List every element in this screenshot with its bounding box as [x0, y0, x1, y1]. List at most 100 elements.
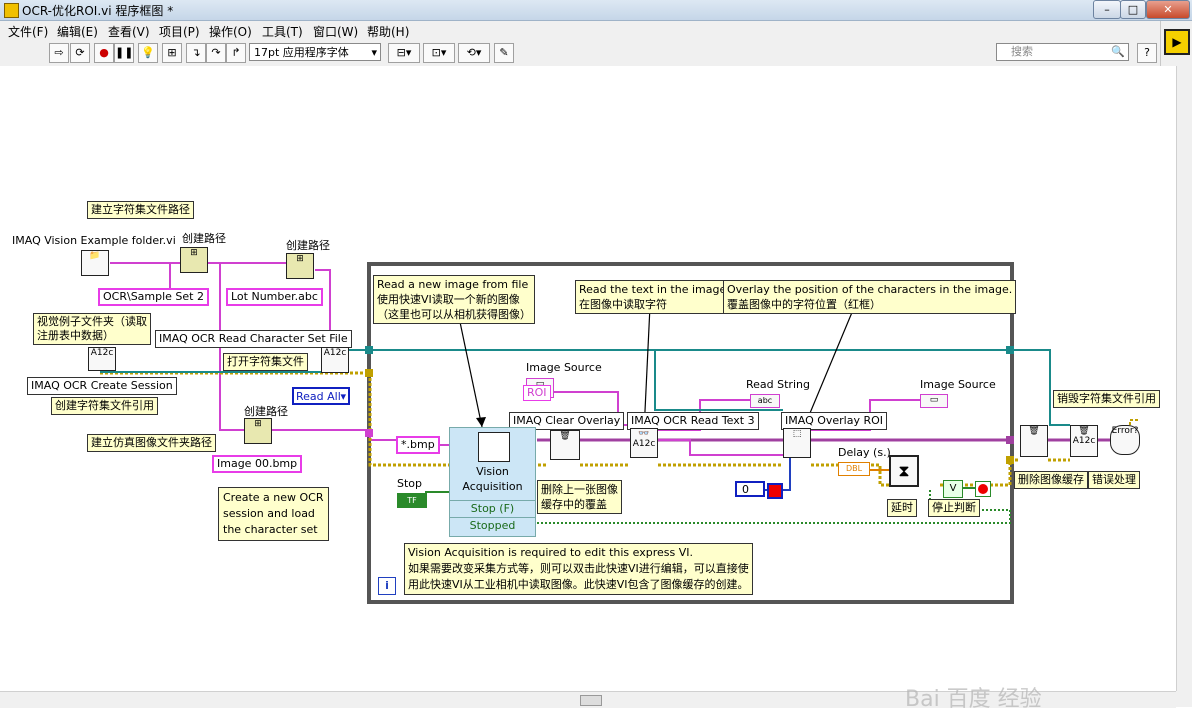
- int-constant[interactable]: 0: [735, 481, 765, 497]
- note-overlay: Overlay the position of the characters i…: [723, 280, 1017, 314]
- read-all-enum[interactable]: Read All▾: [292, 387, 350, 405]
- step-over-icon[interactable]: ↷: [206, 43, 226, 63]
- vision-acquisition-express-vi[interactable]: Vision Acquisition Stop (F) Stopped: [449, 427, 536, 537]
- wire-path-5: [272, 429, 396, 441]
- run-arrow-icon[interactable]: ⇨: [49, 43, 69, 63]
- note-read-text: Read the text in the image 在图像中读取字符: [575, 280, 731, 314]
- run-continuous-icon[interactable]: ⟳: [70, 43, 90, 63]
- example-folder-vi-icon[interactable]: 📁: [81, 250, 109, 276]
- scroll-thumb[interactable]: [580, 695, 602, 706]
- stop-button-control[interactable]: TF: [397, 493, 427, 508]
- const-lot-number[interactable]: Lot Number.abc: [226, 288, 323, 306]
- image-source-indicator[interactable]: ▭: [920, 394, 948, 408]
- retain-wire-icon[interactable]: ⊞: [162, 43, 182, 63]
- menu-view[interactable]: 查看(V): [108, 25, 150, 39]
- note-delay: 延时: [887, 499, 917, 517]
- express-stopped-output[interactable]: Stopped: [450, 517, 535, 534]
- label-create-session: IMAQ OCR Create Session: [27, 377, 177, 395]
- arrow-read-text: [643, 305, 651, 433]
- build-path-icon-2[interactable]: ⊞: [286, 253, 314, 279]
- info-icon[interactable]: i: [378, 577, 396, 595]
- note-stop-judge: 停止判断: [928, 499, 980, 517]
- menu-file[interactable]: 文件(F): [8, 25, 49, 39]
- note-delete-overlay: 删除上一张图像 缓存中的覆盖: [537, 480, 622, 514]
- roi-color-icon[interactable]: [767, 483, 783, 499]
- label-clear-overlay: IMAQ Clear Overlay: [509, 412, 625, 430]
- note-open-charset: 打开字符集文件: [223, 353, 308, 371]
- read-text-icon[interactable]: 👓A12c: [630, 428, 658, 458]
- reorder-icon[interactable]: ⟲▾: [458, 43, 490, 63]
- highlight-bulb-icon[interactable]: 💡: [138, 43, 158, 63]
- dispose-image-icon[interactable]: 🗑: [1020, 425, 1048, 457]
- horizontal-scrollbar[interactable]: [0, 691, 1176, 708]
- label-read-text3: IMAQ OCR Read Text 3: [627, 412, 759, 430]
- label-image-source-1: Image Source: [526, 361, 602, 374]
- read-all-value: Read All: [296, 390, 341, 403]
- maximize-button[interactable]: □: [1120, 0, 1146, 19]
- menu-edit[interactable]: 编辑(E): [57, 25, 98, 39]
- pause-icon[interactable]: ❚❚: [114, 43, 134, 63]
- build-path-icon[interactable]: ⊞: [180, 247, 208, 273]
- label-image-source-2: Image Source: [920, 378, 996, 391]
- watermark: Bai 百度 经验: [905, 687, 1042, 712]
- or-gate-icon: V: [943, 480, 963, 498]
- arrow-read-image: [459, 321, 483, 428]
- note-error-handle: 错误处理: [1088, 471, 1140, 489]
- menu-project[interactable]: 项目(P): [159, 25, 200, 39]
- create-session-icon[interactable]: A12c: [88, 347, 116, 371]
- search-icon: 🔍: [1111, 45, 1125, 58]
- menu-tools[interactable]: 工具(T): [262, 25, 303, 39]
- title-bar: OCR-优化ROI.vi 程序框图 * – □ ✕: [0, 0, 1192, 21]
- font-selector-value: 17pt 应用程序字体: [254, 46, 349, 59]
- help-icon[interactable]: ?: [1137, 43, 1157, 63]
- font-selector[interactable]: 17pt 应用程序字体▾: [249, 43, 381, 61]
- arrowhead-1: [476, 417, 486, 427]
- build-path-icon-3[interactable]: ⊞: [244, 418, 272, 444]
- chevron-down-icon: ▾: [340, 390, 346, 403]
- label-read-charset: IMAQ OCR Read Character Set File: [155, 330, 352, 348]
- align-icon[interactable]: ⊟▾: [388, 43, 420, 63]
- const-roi[interactable]: ROI: [523, 385, 551, 401]
- note-example-desc: 视觉例子文件夹（读取 注册表中数据）: [33, 313, 151, 345]
- clear-overlay-icon[interactable]: 🗑: [550, 430, 580, 460]
- label-read-string: Read String: [746, 378, 810, 391]
- error-handler-icon[interactable]: Error?: [1110, 425, 1140, 455]
- note-read-image: Read a new image from file 使用快速VI读取一个新的图…: [373, 275, 535, 324]
- context-help-icon[interactable]: ▶: [1164, 29, 1190, 55]
- note-sim-path: 建立仿真图像文件夹路径: [87, 434, 216, 452]
- label-stop: Stop: [397, 477, 423, 490]
- cleanup-icon[interactable]: ✎: [494, 43, 514, 63]
- const-sample-set[interactable]: OCR\Sample Set 2: [98, 288, 209, 306]
- dispose-session-icon[interactable]: 🗑A12c: [1070, 425, 1098, 457]
- menu-window[interactable]: 窗口(W): [313, 25, 359, 39]
- const-image-00[interactable]: Image 00.bmp: [212, 455, 303, 473]
- express-stop-input[interactable]: Stop (F): [450, 500, 535, 517]
- abort-icon[interactable]: ●: [94, 43, 114, 63]
- tunnel-6: [1006, 456, 1014, 464]
- note-destroy-ref: 销毁字符集文件引用: [1053, 390, 1160, 408]
- wire-overlay-in: [658, 439, 783, 456]
- menu-help[interactable]: 帮助(H): [367, 25, 410, 39]
- const-bmp[interactable]: *.bmp: [396, 436, 440, 454]
- toolbar: ⇨ ⟳ ● ❚❚ 💡 ⊞ ↴ ↷ ↱ 17pt 应用程序字体▾ ⊟▾ ⊡▾ ⟲▾…: [0, 40, 1160, 67]
- note-create-session-desc: Create a new OCR session and load the ch…: [218, 487, 329, 541]
- overlay-roi-icon[interactable]: ⬚: [783, 428, 811, 458]
- label-build-path-1: 创建路径: [182, 232, 226, 245]
- close-button[interactable]: ✕: [1146, 0, 1190, 19]
- wire-path-1: [110, 262, 186, 291]
- delay-control[interactable]: DBL: [838, 462, 870, 476]
- wire-path-3: [315, 269, 331, 350]
- menu-operate[interactable]: 操作(O): [209, 25, 252, 39]
- distribute-icon[interactable]: ⊡▾: [423, 43, 455, 63]
- vi-icon: [4, 3, 19, 18]
- loop-condition-icon[interactable]: [975, 481, 991, 497]
- step-into-icon[interactable]: ↴: [186, 43, 206, 63]
- read-string-indicator[interactable]: abc: [750, 394, 780, 408]
- tunnel-3: [365, 429, 373, 437]
- step-out-icon[interactable]: ↱: [226, 43, 246, 63]
- wait-hourglass-icon[interactable]: ⧗: [889, 455, 919, 487]
- vertical-scrollbar[interactable]: [1176, 66, 1192, 691]
- search-input[interactable]: 搜索🔍: [996, 43, 1129, 61]
- read-charset-file-icon[interactable]: A12c: [321, 347, 349, 373]
